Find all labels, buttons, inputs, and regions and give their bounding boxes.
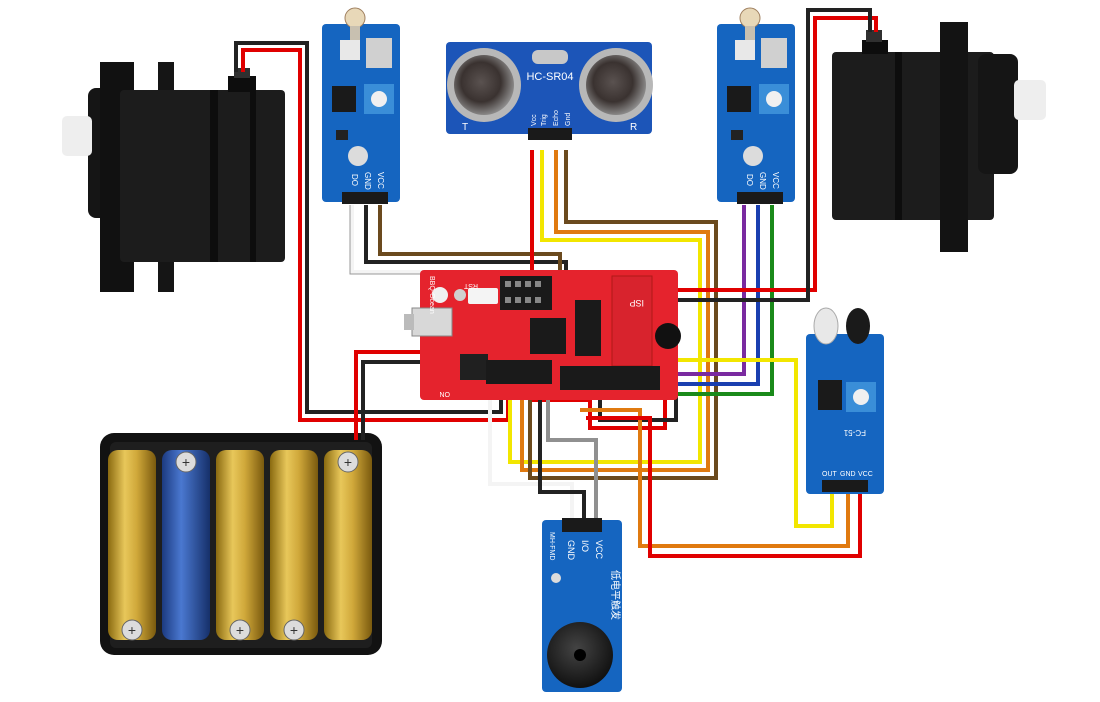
ir-pin-label: VCC [858, 471, 873, 478]
svg-text:+: + [128, 622, 136, 638]
controller-on-label: ON [440, 390, 451, 397]
battery-cell: + [270, 450, 318, 641]
ir-obstacle-sensor: FC-51 OUT GND VCC [806, 307, 884, 494]
ultrasonic-pin-label: Echo [553, 110, 560, 126]
servo-right [832, 22, 1046, 252]
wire-buzzer-gnd [488, 390, 574, 520]
ultrasonic-sensor: HC-SR04 T R Vcc Trig Echo Gnd [446, 42, 653, 140]
buzzer-pin-label: I/O [580, 540, 590, 552]
controller-rst-label: RST [463, 282, 478, 289]
ultrasonic-pin-label: Gnd [565, 113, 572, 126]
light-right-pin-label: DO [745, 174, 754, 186]
battery-cell: + [108, 450, 156, 641]
light-right-pin-label: VCC [771, 172, 780, 189]
light-left-pin-label: VCC [376, 172, 385, 189]
wire-servo-right-red [588, 16, 878, 430]
buzzer-model-label: MH-FMD [548, 532, 555, 560]
light-right-pin-label: GND [758, 172, 767, 190]
buzzer-caption: 低电平触发 [609, 570, 622, 620]
buzzer-module: MH-FMD GND I/O VCC 低电平触发 [542, 518, 622, 692]
wire-battery-red [354, 350, 450, 440]
wire-buzzer-io [538, 392, 586, 520]
ir-pin-label: GND [840, 471, 856, 478]
wire-servo-left-black [234, 41, 503, 414]
light-sensor-right: DO GND VCC [717, 7, 795, 204]
battery-cell: + [324, 450, 372, 640]
battery-cell: + [162, 450, 210, 640]
svg-text:+: + [344, 454, 352, 470]
battery-pack: + + + + + [100, 433, 382, 655]
ultrasonic-pin-label: Vcc [531, 114, 538, 126]
wire-buzzer-vcc [546, 392, 598, 520]
light-left-pin-label: DO [350, 174, 359, 186]
light-left-pin-label: GND [363, 172, 372, 190]
ultrasonic-model-label: HC-SR04 [526, 71, 573, 83]
wire-ultrasonic-echo [520, 150, 710, 472]
svg-text:+: + [182, 454, 190, 470]
controller-name: BBQ-Ocean [428, 276, 435, 314]
ultrasonic-pin-label: Trig [541, 114, 548, 126]
buzzer-pin-label: VCC [594, 540, 604, 560]
controller-isp-label: ISP [629, 298, 644, 308]
wire-ir-vcc [586, 416, 862, 558]
battery-cell: + [216, 450, 264, 641]
svg-text:+: + [236, 622, 244, 638]
buzzer-pin-label: GND [566, 540, 576, 561]
light-sensor-left: DO GND VCC [322, 7, 400, 204]
servo-left [62, 62, 285, 292]
ir-model-label: FC-51 [843, 428, 866, 437]
wire-ir-gnd [580, 408, 850, 548]
wire-ir-out [576, 358, 834, 528]
ultrasonic-r-mark: R [630, 122, 637, 133]
wire-ultrasonic-gnd [528, 150, 718, 480]
ir-pin-label: OUT [822, 471, 838, 478]
wire-ultrasonic-trig [508, 150, 702, 464]
ultrasonic-t-mark: T [462, 122, 468, 133]
controller-board: BBQ-Ocean RST ISP ON [404, 270, 681, 400]
svg-text:+: + [290, 622, 298, 638]
